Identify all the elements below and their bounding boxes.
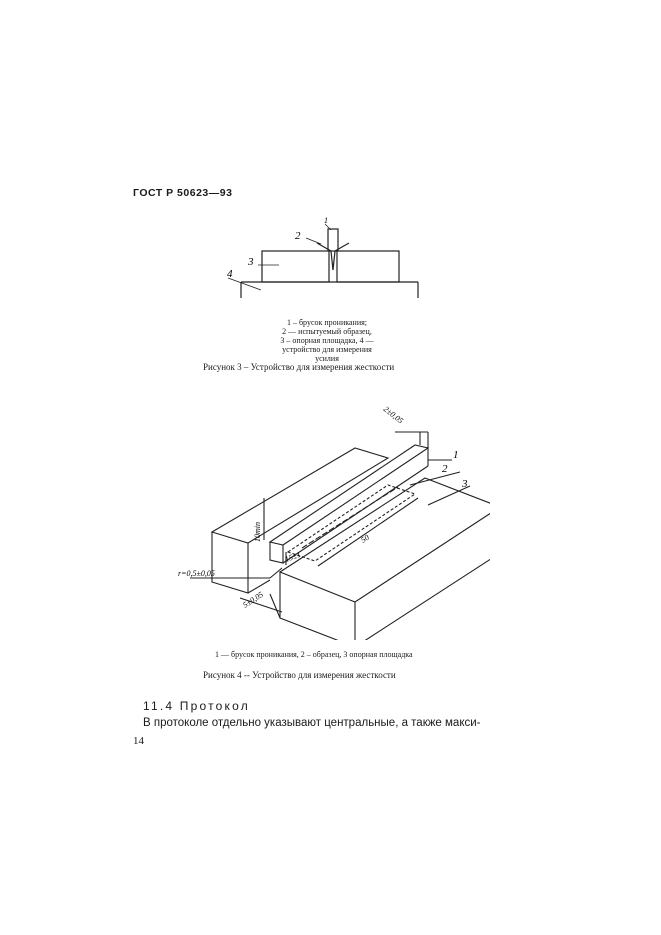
figure-3-legend-line: 3 – опорная площадка, 4 —	[280, 336, 374, 345]
support-block-right	[336, 250, 400, 283]
right-block-top	[278, 477, 490, 603]
figure-4-caption: Рисунок 4 -- Устройство для измерения же…	[203, 670, 396, 680]
figure-4-label-2: 2	[442, 463, 448, 475]
figure-3-caption: Рисунок 3 – Устройство для измерения жес…	[203, 362, 395, 372]
dimension-length: 50	[359, 533, 371, 545]
page-number: 14	[133, 735, 144, 747]
figure-4-drawing: 1 2 3 2±0,05 10min 15±1 50 r=0,5±0,05 5±…	[178, 404, 490, 640]
body-paragraph: В протоколе отдельно указывают центральн…	[143, 717, 481, 729]
figure-4-label-3: 3	[461, 478, 468, 490]
dimension-thickness: 2±0,05	[382, 404, 405, 425]
figure-3-label-3: 3	[247, 256, 254, 268]
document-header: ГОСТ Р 50623—93	[133, 187, 233, 199]
penetration-bar	[268, 444, 430, 546]
dimension-gap: 5±0,05	[241, 590, 265, 610]
figure-3-legend-line: 1 – брусок проникания;	[286, 318, 368, 327]
specimen	[286, 484, 417, 562]
figure-3-legend-line: устройство для измерения	[282, 345, 372, 354]
figure-4-label-1: 1	[453, 449, 459, 461]
specimen	[316, 242, 334, 271]
dimension-height: 10min	[253, 522, 262, 542]
left-block-top	[210, 447, 390, 544]
figure-3-legend-line: 2 — испытуемый образец,	[282, 327, 372, 336]
penetration-bar	[327, 228, 339, 252]
figure-3-label-2: 2	[295, 230, 301, 242]
dimension-overhang: 15±1	[284, 550, 302, 564]
section-title: 11.4 Протокол	[143, 699, 250, 713]
dimension-radius: r=0,5±0,05	[178, 569, 215, 578]
figure-3-drawing: 1 2 3 4	[227, 216, 419, 298]
figure-3-label-1: 1	[324, 216, 328, 225]
figure-3-label-4: 4	[227, 268, 233, 280]
figure-4-legend: 1 — брусок проникания, 2 – образец, 3 оп…	[215, 650, 413, 659]
figure-3-legend-line: усилия	[315, 354, 339, 363]
support-block-left	[261, 250, 330, 283]
figure-3-legend: 1 – брусок проникания; 2 — испытуемый об…	[252, 318, 402, 363]
